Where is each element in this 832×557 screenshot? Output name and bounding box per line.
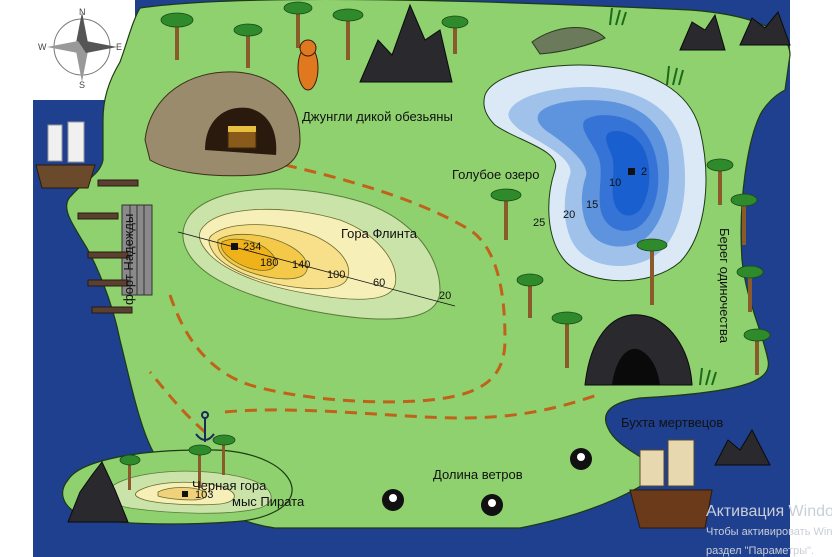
label-fort: форт Надежды [121, 214, 136, 305]
depth-10: 10 [609, 177, 621, 189]
height-180: 180 [260, 257, 278, 269]
pirate-ship [629, 439, 713, 529]
compass-south: S [79, 80, 85, 90]
trails [148, 163, 601, 434]
depth-2: 2 [641, 166, 647, 178]
reeds [609, 7, 717, 386]
black-mountain-contours [105, 470, 272, 514]
palm-trees [119, 1, 771, 490]
watermark-title: Активация Windows [706, 503, 832, 520]
jungle-cave [144, 71, 301, 177]
dead-bay-cave-mouth [612, 348, 660, 385]
tiger-figure [297, 39, 319, 91]
watermark-line: Чтобы активировать Windows, перейдите в [706, 526, 832, 538]
label-bay: Бухта мертвецов [621, 415, 723, 430]
label-mountain: Гора Флинта [341, 226, 418, 241]
label-jungle: Джунгли дикой обезьяны [302, 109, 453, 124]
label-black-mountain: Черная гора [192, 478, 267, 493]
label-lake: Голубое озеро [452, 167, 539, 182]
depth-20: 20 [563, 209, 575, 221]
height-20: 20 [439, 290, 451, 302]
ship-left [35, 121, 96, 189]
crocodile-figure [531, 27, 606, 55]
compass-west: W [38, 42, 47, 52]
blue-lake [483, 64, 707, 282]
compass-rose-icon [47, 12, 117, 82]
depth-15: 15 [586, 199, 598, 211]
height-peak: 234 [243, 241, 261, 253]
label-valley: Долина ветров [433, 467, 523, 482]
watermark-line-2: раздел "Параметры". [706, 545, 815, 557]
height-100: 100 [327, 269, 345, 281]
height-60: 60 [373, 277, 385, 289]
skull-markers [382, 448, 592, 516]
flint-mountain [177, 188, 456, 320]
rock-peaks [67, 3, 791, 523]
label-cape: мыс Пирата [232, 494, 305, 509]
compass-east: E [116, 42, 122, 52]
anchor-icon [195, 411, 215, 442]
label-coast: Берег одиночества [717, 228, 732, 344]
height-140: 140 [292, 259, 310, 271]
compass-north: N [79, 7, 86, 17]
height-black-mountain: 103 [195, 489, 213, 501]
depth-25: 25 [533, 217, 545, 229]
cannons [77, 179, 139, 314]
